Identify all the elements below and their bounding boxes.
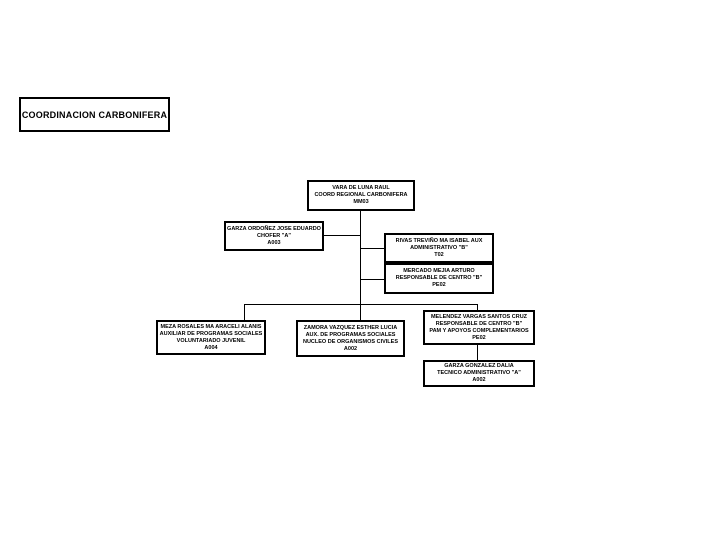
node-role: AUX. DE PROGRAMAS SOCIALES bbox=[305, 331, 396, 338]
node-code: PE02 bbox=[432, 282, 446, 288]
node-name: MERCADO MEJIA ARTURO bbox=[403, 268, 475, 274]
title-text: COORDINACION CARBONIFERA bbox=[21, 109, 168, 120]
org-node-aux-administrativo[interactable]: RIVAS TREVIÑO MA ISABEL AUX ADMINISTRATI… bbox=[384, 233, 494, 263]
node-code: A002 bbox=[472, 377, 486, 383]
node-area: VOLUNTARIADO JUVENIL bbox=[176, 337, 246, 344]
org-node-aux-programas-voluntariado[interactable]: MEZA ROSALES MA ARACELI ALANIS AUXILIAR … bbox=[156, 320, 266, 355]
node-role: ADMINISTRATIVO "B" bbox=[410, 244, 468, 251]
node-name: ZAMORA VAZQUEZ ESTHER LUCIA bbox=[303, 324, 398, 331]
connector-aux-admin-horizontal bbox=[360, 248, 384, 249]
node-role: RESPONSABLE DE CENTRO "B" bbox=[395, 275, 483, 281]
connector-responsable-horizontal bbox=[360, 279, 384, 280]
node-code: MM03 bbox=[353, 199, 369, 205]
node-role: TECNICO ADMINISTRATIVO "A" bbox=[437, 370, 521, 376]
node-code: A004 bbox=[204, 344, 218, 351]
org-node-chofer[interactable]: GARZA ORDOÑEZ JOSE EDUARDO CHOFER "A" A0… bbox=[224, 221, 324, 251]
connector-bottom-rail bbox=[244, 304, 478, 305]
node-name: GARZA ORDOÑEZ JOSE EDUARDO bbox=[227, 225, 321, 232]
connector-chofer-horizontal bbox=[323, 235, 361, 236]
node-name: RIVAS TREVIÑO MA ISABEL AUX bbox=[395, 237, 483, 244]
title-box[interactable]: COORDINACION CARBONIFERA bbox=[19, 97, 170, 132]
node-role: AUXILIAR DE PROGRAMAS SOCIALES bbox=[159, 330, 263, 337]
org-node-responsable-centro-pam[interactable]: MELENDEZ VARGAS SANTOS CRUZ RESPONSABLE … bbox=[423, 310, 535, 345]
node-code: A003 bbox=[267, 239, 281, 246]
connector-root-vertical bbox=[360, 211, 361, 304]
node-role: COORD REGIONAL CARBONIFERA bbox=[314, 192, 408, 198]
node-area: NUCLEO DE ORGANISMOS CIVILES bbox=[302, 338, 399, 345]
node-code: A002 bbox=[343, 345, 358, 352]
connector-drop-middle bbox=[360, 304, 361, 320]
connector-drop-left bbox=[244, 304, 245, 320]
node-role: CHOFER "A" bbox=[257, 232, 291, 239]
org-node-responsable-centro[interactable]: MERCADO MEJIA ARTURO RESPONSABLE DE CENT… bbox=[384, 263, 494, 294]
node-code: PE02 bbox=[472, 334, 486, 341]
org-node-tecnico-administrativo[interactable]: GARZA GONZALEZ DALIA TECNICO ADMINISTRAT… bbox=[423, 360, 535, 387]
org-node-aux-programas-nucleo[interactable]: ZAMORA VAZQUEZ ESTHER LUCIA AUX. DE PROG… bbox=[296, 320, 405, 357]
connector-pam-to-tecnico bbox=[477, 345, 478, 360]
node-name: VARA DE LUNA RAUL bbox=[332, 185, 390, 191]
node-role: RESPONSABLE DE CENTRO "B" bbox=[435, 320, 523, 327]
node-name: GARZA GONZALEZ DALIA bbox=[444, 363, 514, 369]
connector-drop-right bbox=[477, 304, 478, 311]
org-node-coordinador-regional[interactable]: VARA DE LUNA RAUL COORD REGIONAL CARBONI… bbox=[307, 180, 415, 211]
node-code: T02 bbox=[434, 251, 444, 258]
node-name: MEZA ROSALES MA ARACELI ALANIS bbox=[160, 323, 262, 330]
node-name: MELENDEZ VARGAS SANTOS CRUZ bbox=[430, 313, 528, 320]
node-area: PAM Y APOYOS COMPLEMENTARIOS bbox=[429, 327, 529, 334]
